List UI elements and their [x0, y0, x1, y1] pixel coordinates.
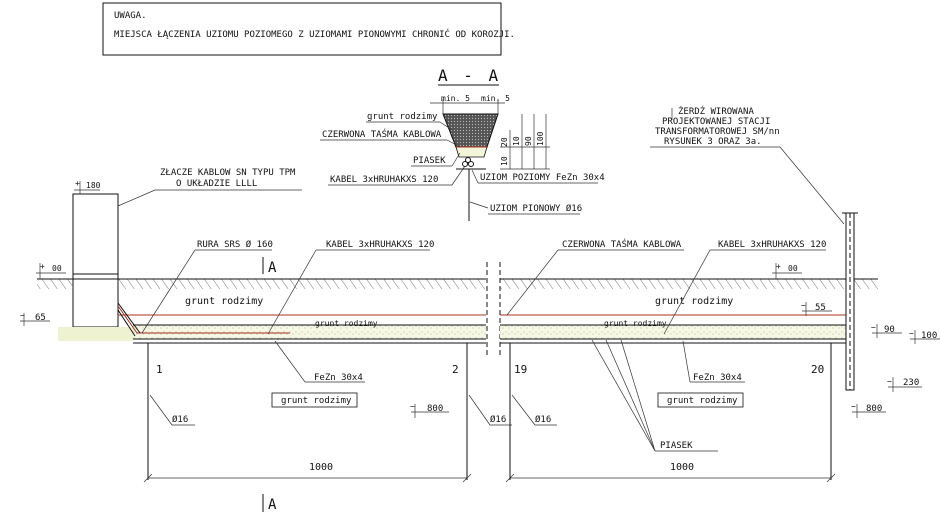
svg-text:+: + [776, 262, 781, 271]
section-mark-bottom: A [268, 497, 277, 512]
left-grunt-lower: grunt rodzimy [281, 396, 352, 406]
section-kabel-label: KABEL 3xHRUHAKXS 120 [330, 175, 438, 185]
left-level-00: 00 [52, 264, 62, 273]
right-level-800: 800 [866, 404, 882, 414]
dim-v-20: 20 [500, 137, 509, 147]
right-grunt-upper: grunt rodzimy [655, 296, 733, 307]
zlacze-label-1: ZŁACZE KABLOW SN TYPU TPM [160, 168, 296, 178]
section-mark-top: A [268, 260, 277, 276]
dim-min-left: min. 5 [441, 94, 470, 103]
section-grunt-label: grunt rodzimy [367, 112, 438, 122]
left-level-800: 800 [427, 404, 443, 414]
svg-text:−: − [909, 329, 914, 338]
sand-fill [455, 146, 488, 158]
zerdz-line-4: RYSUNEK 3 ORAZ 3a. [664, 137, 762, 147]
right-level-100: 100 [921, 331, 937, 341]
right-kabel-label: KABEL 3xHRUHAKXS 120 [718, 240, 826, 250]
dim-v-10a: 10 [500, 156, 509, 166]
right-level-00: 00 [788, 264, 798, 273]
note-text: MIEJSCA ŁĄCZENIA UZIOMU POZIOMEGO Z UZIO… [114, 28, 515, 40]
svg-text:−: − [801, 301, 806, 310]
dim-v-100: 100 [536, 131, 545, 146]
svg-text:−: − [20, 311, 25, 320]
section-a-a: A - A min. 5 min. 5 10 10 20 90 100 grun… [320, 66, 605, 221]
right-level-90: 90 [884, 325, 895, 335]
zerdz-line-3: TRANSFORMATOROWEJ SM/nn [655, 127, 780, 137]
section-title: A - A [438, 66, 501, 85]
left-grunt-upper: grunt rodzimy [185, 296, 263, 307]
left-num-start: 1 [156, 363, 163, 376]
right-profile: grunt rodzimy grunt rodzimy + 00 − 55 CZ… [500, 105, 940, 483]
right-piasek-label: PIASEK [660, 441, 693, 451]
zlacze-height-mark: 180 [86, 181, 101, 190]
zerdz-line-1: ŻERDŹ WIROWANA [678, 105, 754, 117]
left-rura-label: RURA SRS Ø 160 [197, 239, 273, 250]
left-rod-label-end: Ø16 [490, 414, 506, 425]
section-tasma-label: CZERWONA TAŚMA KABLOWA [322, 128, 442, 140]
right-num-start: 19 [514, 363, 527, 376]
zlacze-label-2: O UKŁADZIE LLLL [176, 179, 257, 189]
left-profile: + 00 A grunt rodzimy grunt rodzimy RURA … [20, 239, 512, 512]
section-uziom-poziomy-label: UZIOM POZIOMY FeZn 30x4 [480, 173, 605, 183]
zlacze-cabinet: ZŁACZE KABLOW SN TYPU TPM O UKŁADZIE LLL… [58, 168, 302, 341]
zerdz-line-2: PROJEKTOWANEJ STACJI [662, 117, 770, 127]
left-fezn: FeZn 30x4 [314, 373, 363, 383]
right-grunt-lower: grunt rodzimy [667, 396, 738, 406]
left-kabel-label: KABEL 3xHRUHAKXS 120 [326, 240, 434, 250]
note-box: UWAGA. MIEJSCA ŁĄCZENIA UZIOMU POZIOMEGO… [102, 2, 515, 56]
right-num-end: 20 [811, 363, 824, 376]
section-piasek-label: PIASEK [413, 156, 446, 166]
right-grunt-band: grunt rodzimy [604, 319, 667, 328]
left-level-65: 65 [35, 313, 46, 323]
svg-text:−: − [410, 402, 415, 411]
right-length: 1000 [670, 462, 694, 473]
svg-text:−: − [851, 402, 856, 411]
svg-text:+: + [75, 179, 80, 188]
right-level-55: 55 [815, 303, 826, 313]
svg-text:−: − [871, 323, 876, 332]
right-rod-label-start: Ø16 [535, 414, 551, 425]
svg-text:+: + [40, 262, 45, 271]
dim-min-right: min. 5 [481, 94, 510, 103]
note-title: UWAGA. [114, 11, 147, 21]
left-num-end: 2 [452, 363, 459, 376]
dim-v-10b: 10 [512, 136, 521, 146]
left-length: 1000 [309, 462, 333, 473]
section-uziom-pionowy-label: UZIOM PIONOWY Ø16 [490, 203, 582, 214]
left-rod-label-start: Ø16 [172, 414, 188, 425]
dim-v-90: 90 [524, 136, 533, 146]
cable-icon [465, 157, 471, 163]
left-grunt-band: grunt rodzimy [315, 319, 378, 328]
right-level-230: 230 [903, 378, 919, 388]
svg-text:−: − [887, 377, 892, 386]
right-fezn: FeZn 30x4 [693, 373, 742, 383]
right-tasma-label: CZERWONA TAŚMA KABLOWA [562, 238, 682, 250]
